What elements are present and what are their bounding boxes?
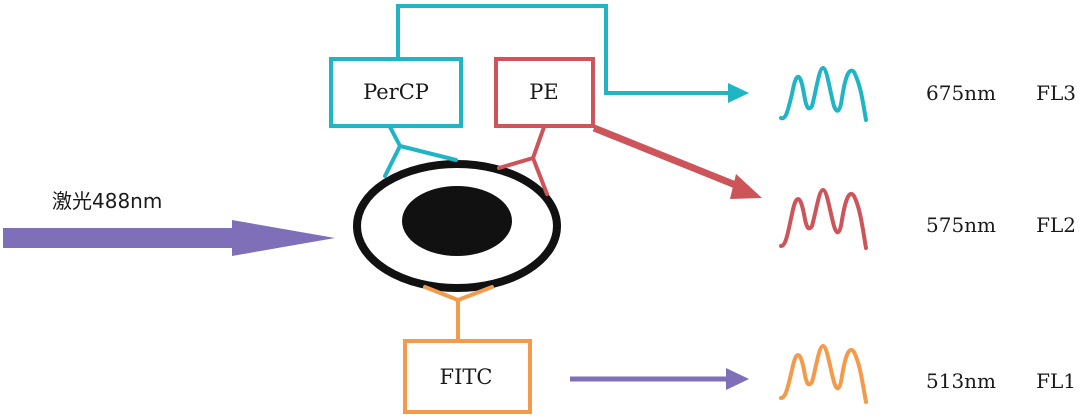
fl2-name: FL2 xyxy=(1036,213,1076,237)
fl1-wavelength: 513nm xyxy=(926,369,996,393)
fl1-emission-arrow xyxy=(570,368,749,390)
percp-label: PerCP xyxy=(363,80,429,104)
fl1-name: FL1 xyxy=(1036,369,1076,393)
pe-label: PE xyxy=(529,80,558,104)
laser-beam xyxy=(3,220,335,256)
laser-beam-shaft xyxy=(3,228,235,248)
percp-box xyxy=(329,57,463,128)
fitc-box xyxy=(403,339,532,414)
fl3-wavelength: 675nm xyxy=(926,81,996,105)
fitc-label: FITC xyxy=(440,365,493,389)
fl2-wavelength: 575nm xyxy=(926,213,996,237)
fl3-emission-peak-icon xyxy=(779,65,868,122)
laser-label: 激光488nm xyxy=(52,189,162,213)
fl3-name: FL3 xyxy=(1036,81,1076,105)
fl3-emission-arrow xyxy=(396,4,749,103)
percp-antibody-y-icon xyxy=(383,125,458,178)
nucleus-icon xyxy=(402,186,512,256)
fl2-emission-peak-icon xyxy=(779,187,868,250)
fl1-emission-peak-icon xyxy=(779,343,868,404)
laser-beam-head xyxy=(232,220,335,256)
fl2-emission-arrow xyxy=(592,124,762,199)
cell-icon xyxy=(353,160,561,292)
fitc-antibody-y-icon xyxy=(423,285,494,342)
pe-antibody-y-icon xyxy=(497,125,549,196)
